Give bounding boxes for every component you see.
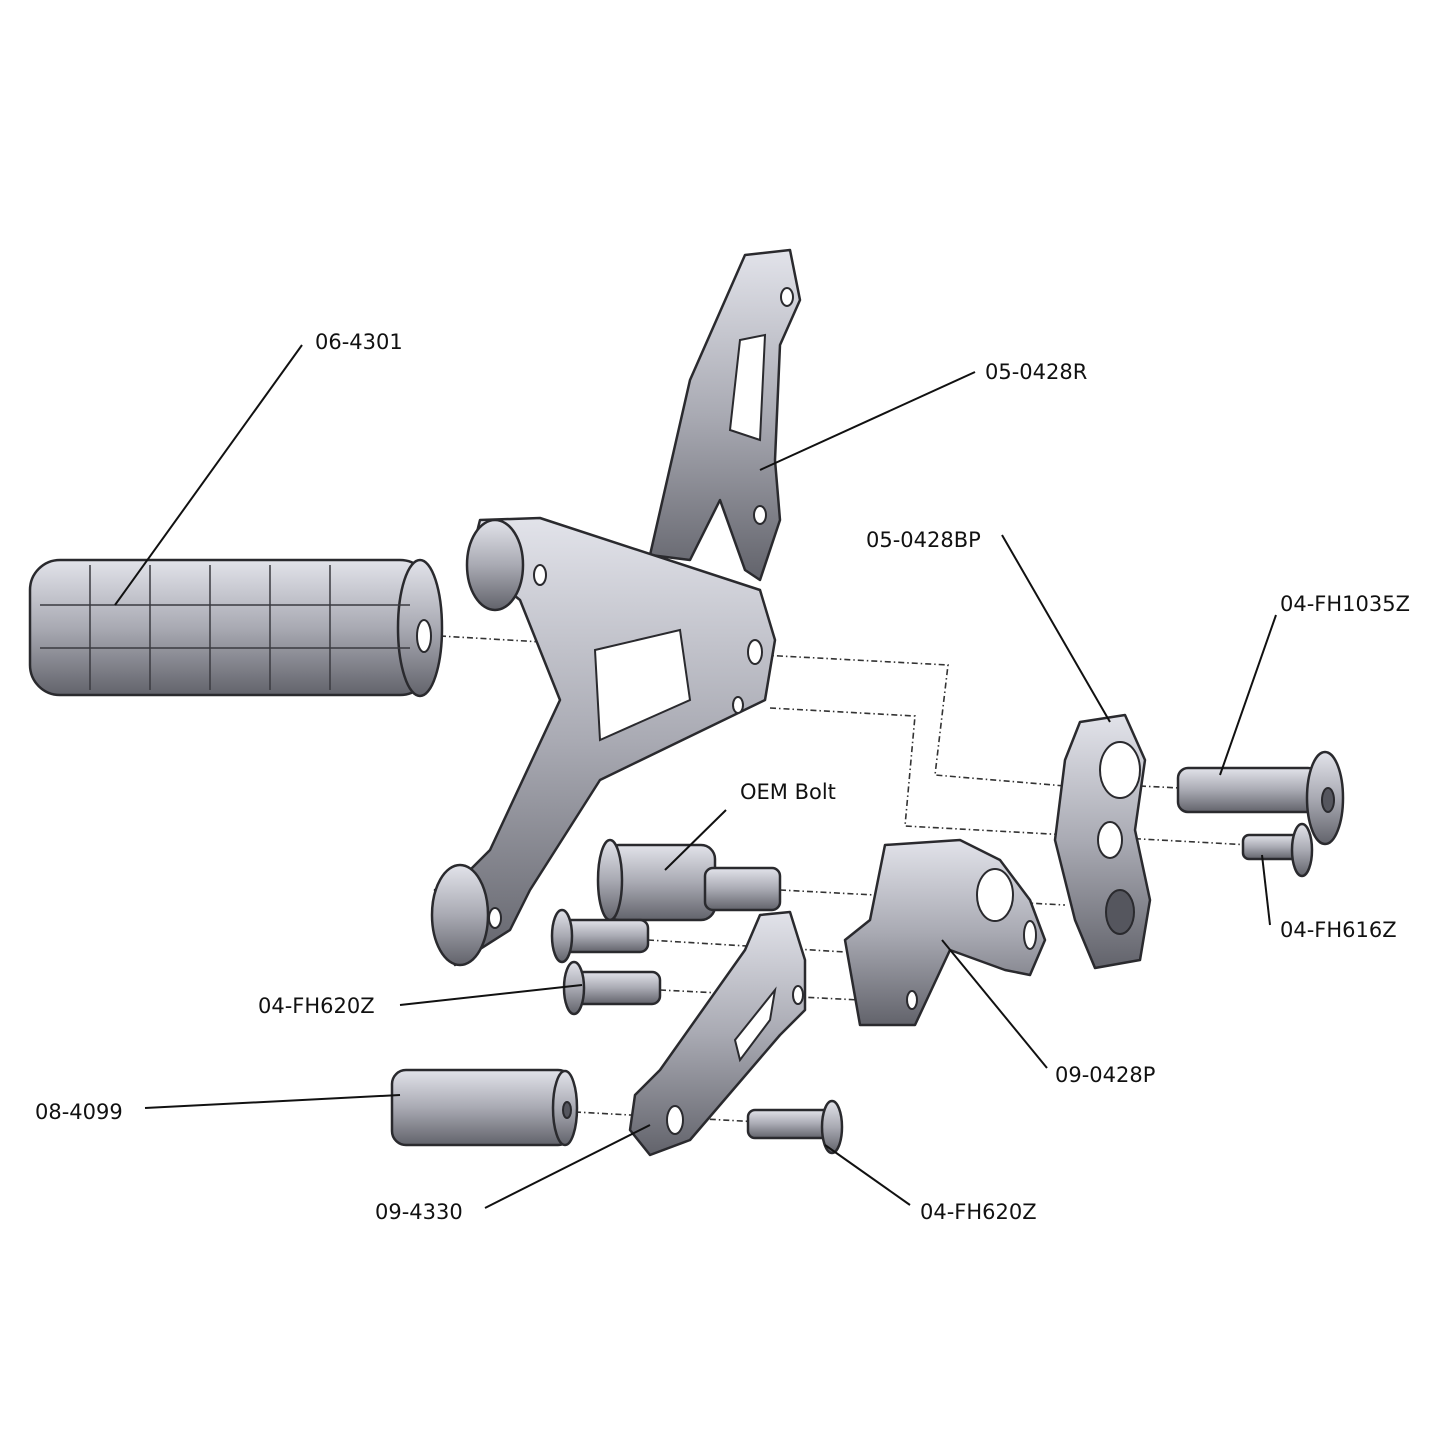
label-oem-bolt: OEM Bolt xyxy=(740,780,836,804)
part-bolt-04-FH616Z xyxy=(1241,822,1314,878)
label-04-FH620Z-left: 04-FH620Z xyxy=(258,994,375,1018)
part-bolts-04-FH620Z-left xyxy=(550,908,662,1016)
part-bracket-05-0428R xyxy=(648,248,802,582)
part-grip-06-4301 xyxy=(28,558,444,698)
label-04-FH616Z: 04-FH616Z xyxy=(1280,918,1397,942)
part-bearing-plate-05-0428BP xyxy=(1053,713,1152,970)
label-05-0428BP: 05-0428BP xyxy=(866,528,981,552)
label-04-FH620Z-bottom: 04-FH620Z xyxy=(920,1200,1037,1224)
part-main-bracket xyxy=(430,516,777,967)
part-spacer-08-4099 xyxy=(390,1068,579,1147)
label-06-4301: 06-4301 xyxy=(315,330,403,354)
part-pivot-09-0428P xyxy=(843,838,1047,1027)
part-oem-bolt xyxy=(596,838,782,922)
leader-lines xyxy=(114,344,1277,1209)
label-09-4330: 09-4330 xyxy=(375,1200,463,1224)
label-04-FH1035Z: 04-FH1035Z xyxy=(1280,592,1410,616)
part-bolt-04-FH1035Z xyxy=(1176,750,1345,846)
part-lever-09-4330 xyxy=(628,910,807,1157)
label-09-0428P: 09-0428P xyxy=(1055,1063,1156,1087)
part-bolt-04-FH620Z-bottom xyxy=(746,1099,844,1155)
label-05-0428R: 05-0428R xyxy=(985,360,1088,384)
label-08-4099: 08-4099 xyxy=(35,1100,123,1124)
